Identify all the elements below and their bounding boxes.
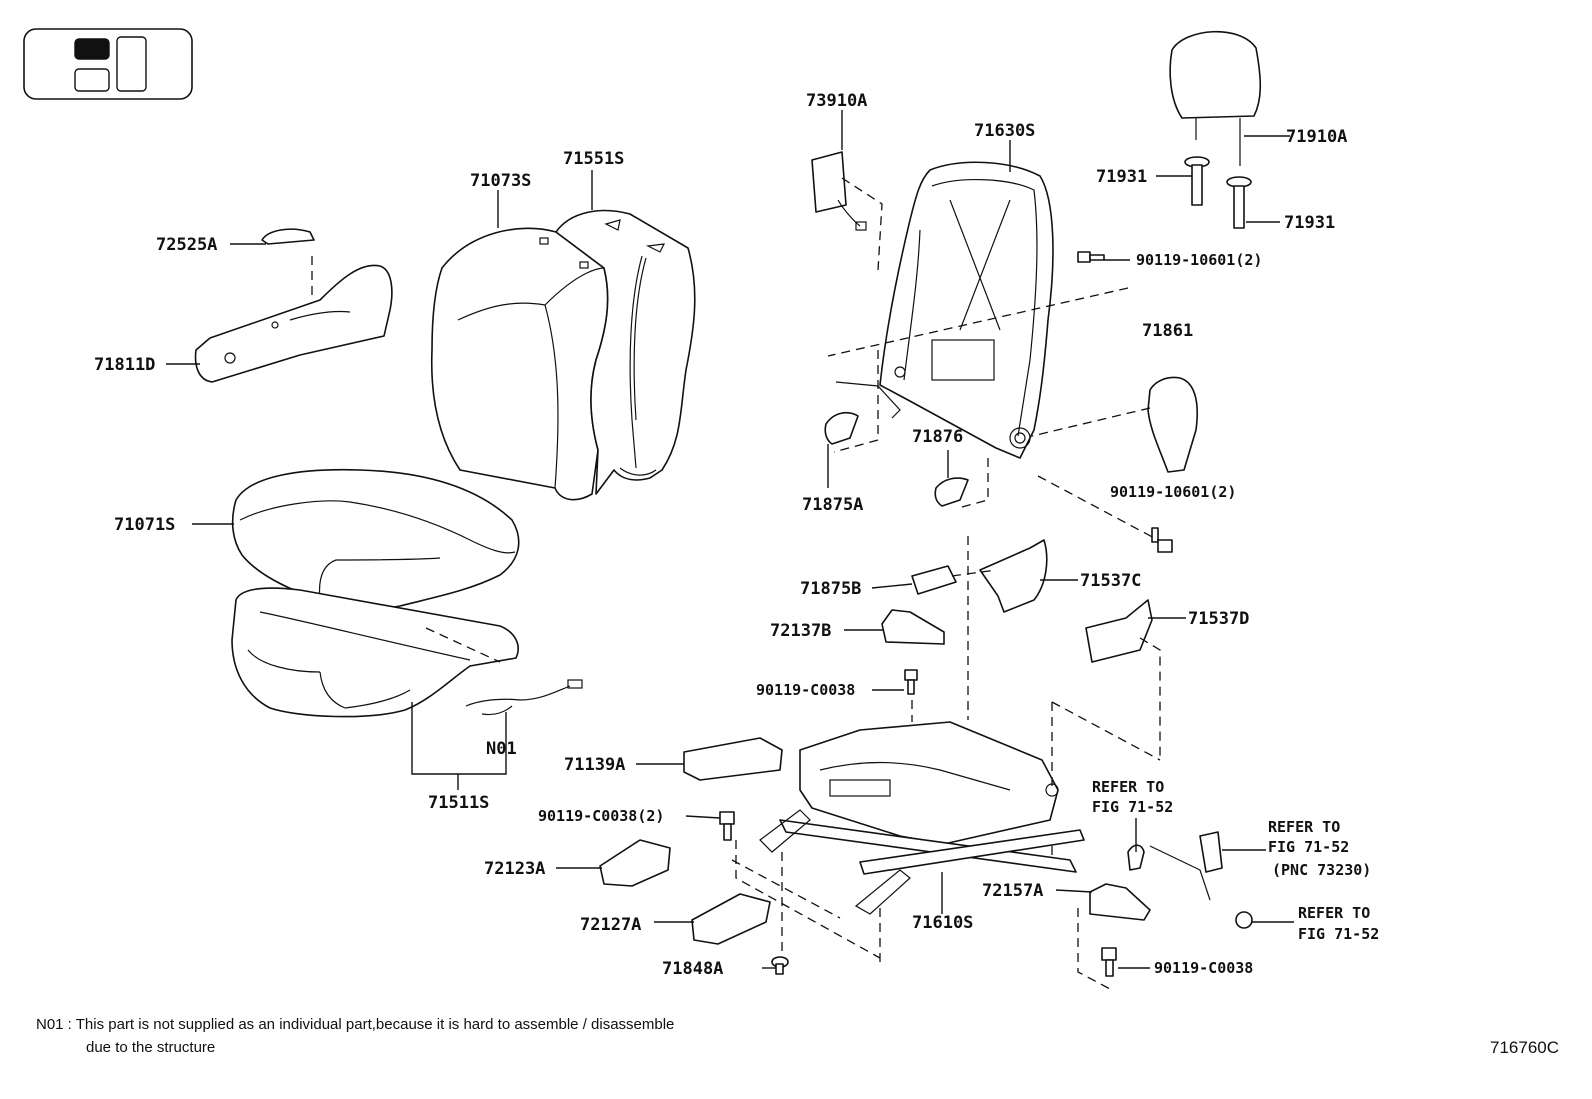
bolt-90119-10601-drawing (1077, 251, 1173, 553)
part-label-71139a: 71139A (564, 755, 625, 775)
seat-track-71610s-drawing (759, 809, 1085, 915)
part-label-71537c: 71537C (1080, 571, 1141, 591)
bolt-90119-c0038-b-drawing (719, 811, 735, 841)
seatback-frame-71630s-drawing (879, 161, 1054, 459)
part-label-71630s: 71630S (974, 121, 1035, 141)
reference-2-line1: REFER TO (1268, 818, 1340, 836)
leader-lines (166, 110, 1294, 969)
seatback-pad-71551s-drawing (555, 209, 696, 495)
part-label-71071s: 71071S (114, 515, 175, 535)
part-label-72525a: 72525A (156, 235, 217, 255)
cover-72127a-drawing (691, 893, 771, 945)
figure-id: 716760C (1490, 1038, 1559, 1057)
lever-bracket-drawing (835, 381, 901, 419)
seat-cushion-cover-71071s-drawing (231, 468, 520, 611)
knob-72525a-drawing (261, 228, 315, 245)
part-label-71610s: 71610S (912, 913, 973, 933)
headrest-guide-71931-drawing (1184, 156, 1252, 229)
side-cover-71811d-drawing (194, 264, 393, 383)
part-label-90119-10601-upper: 90119-10601(2) (1136, 251, 1262, 269)
cushion-frame-drawing (799, 721, 1059, 845)
part-label-90119-c0038-lower: 90119-C0038 (1154, 959, 1253, 977)
part-label-71551s: 71551S (563, 149, 624, 169)
bolt-90119-c0038-a-drawing (904, 669, 918, 695)
footnote-line-2: due to the structure (86, 1039, 215, 1056)
cover-71861-drawing (1147, 376, 1198, 473)
reference-1-line2: FIG 71-52 (1092, 798, 1173, 816)
part-label-71931-upper: 71931 (1096, 167, 1147, 187)
side-airbag-73910a-drawing (811, 151, 867, 231)
part-label-n01: N01 (486, 739, 517, 759)
headrest-71910a-drawing (1169, 30, 1262, 166)
reference-3-line2: FIG 71-52 (1298, 925, 1379, 943)
reference-2-line3: (PNC 73230) (1272, 861, 1371, 879)
part-label-90119-10601-lower: 90119-10601(2) (1110, 483, 1236, 501)
part-label-71537d: 71537D (1188, 609, 1249, 629)
part-label-71931-lower: 71931 (1284, 213, 1335, 233)
part-label-72157a: 72157A (982, 881, 1043, 901)
cover-71537d-drawing (1085, 599, 1153, 663)
clip-71875a-drawing (824, 411, 859, 445)
cover-72123a-drawing (599, 839, 671, 887)
part-label-71875b: 71875B (800, 579, 861, 599)
assembly-dash-lines (311, 177, 1161, 991)
seat-position-icon (23, 28, 193, 100)
reference-labels: REFER TO FIG 71-52 REFER TO FIG 71-52 (P… (1092, 778, 1379, 943)
cover-71537c-drawing (979, 539, 1048, 613)
clip-71876-drawing (934, 477, 969, 507)
part-label-73910a: 73910A (806, 91, 867, 111)
part-label-71861: 71861 (1142, 321, 1193, 341)
seat-belt-buckle-drawing (1127, 831, 1253, 929)
reference-2-line2: FIG 71-52 (1268, 838, 1349, 856)
cover-71875b-drawing (911, 565, 957, 595)
part-label-71848a: 71848A (662, 959, 723, 979)
part-label-71876: 71876 (912, 427, 963, 447)
part-label-71910a: 71910A (1286, 127, 1347, 147)
cover-72157a-drawing (1089, 883, 1151, 921)
reference-1-line1: REFER TO (1092, 778, 1164, 796)
cover-72137b-drawing (881, 609, 945, 645)
seatback-cover-71073s-drawing (430, 227, 609, 501)
part-label-72127a: 72127A (580, 915, 641, 935)
harness-n01-drawing (465, 679, 583, 716)
reference-3-line1: REFER TO (1298, 904, 1370, 922)
footnote-line-1: N01 : This part is not supplied as an in… (36, 1016, 674, 1033)
part-label-71511s: 71511S (428, 793, 489, 813)
clip-71848a-drawing (771, 956, 789, 975)
bolt-90119-c0038-c-drawing (1101, 947, 1117, 977)
part-label-72123a: 72123A (484, 859, 545, 879)
cover-71139a-drawing (683, 737, 783, 781)
part-labels: 73910A 71630S 71910A 71931 71931 90119-1… (94, 91, 1347, 979)
part-label-71811d: 71811D (94, 355, 155, 375)
part-label-90119-c0038-upper: 90119-C0038 (756, 681, 855, 699)
part-label-71073s: 71073S (470, 171, 531, 191)
part-label-90119-c0038-2: 90119-C0038(2) (538, 807, 664, 825)
part-label-71875a: 71875A (802, 495, 863, 515)
part-label-72137b: 72137B (770, 621, 831, 641)
seat-cushion-pad-71511s-drawing (231, 587, 519, 718)
